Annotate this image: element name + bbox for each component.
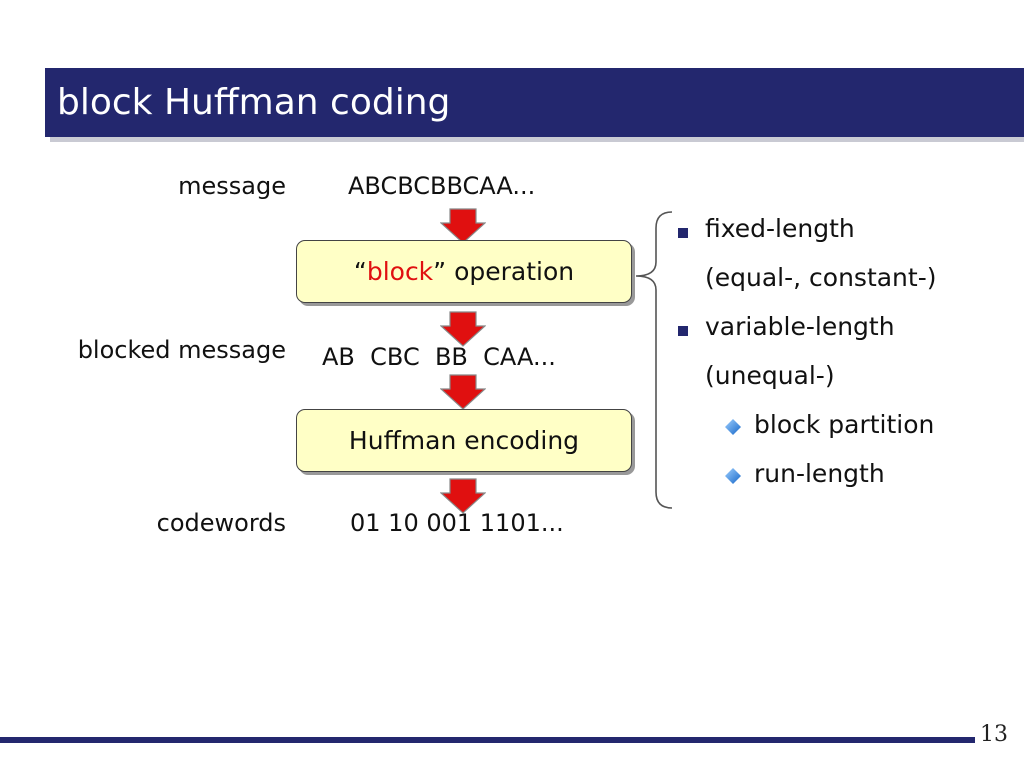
message-value: ABCBCBBCAA...: [348, 172, 536, 200]
page-number: 13: [980, 722, 1008, 747]
quote-close: ”: [433, 257, 447, 286]
footer-line: [0, 737, 975, 743]
arrow-down-icon: [440, 208, 486, 244]
block-keyword: block: [366, 257, 434, 286]
huffman-encoding-box: Huffman encoding: [296, 409, 632, 472]
blocked-message-label: blocked message: [77, 336, 286, 364]
title-bar: [45, 68, 1024, 137]
arrow-down-icon: [440, 311, 486, 347]
arrow-down-icon: [440, 374, 486, 410]
option-fixed-length-note: (equal-, constant-): [705, 263, 937, 292]
brace-icon: [635, 211, 673, 509]
option-variable-length-note: (unequal-): [705, 361, 835, 390]
block-operation-box: “block” operation: [296, 240, 632, 303]
blocked-message-value: AB CBC BB CAA...: [322, 343, 556, 371]
codewords-value: 01 10 001 1101...: [350, 509, 564, 537]
message-label: message: [178, 172, 286, 200]
sub-option-run-length: run-length: [754, 459, 885, 488]
sub-option-block-partition: block partition: [754, 410, 935, 439]
option-variable-length: variable-length: [705, 312, 895, 341]
slide-title: block Huffman coding: [57, 82, 451, 123]
quote-open: “: [353, 257, 367, 286]
diamond-bullet-icon: [725, 419, 741, 435]
codewords-label: codewords: [156, 509, 286, 537]
operation-text: operation: [446, 257, 575, 286]
square-bullet-icon: [678, 326, 688, 336]
square-bullet-icon: [678, 228, 688, 238]
option-fixed-length: fixed-length: [705, 214, 855, 243]
arrow-down-icon: [440, 478, 486, 514]
diamond-bullet-icon: [725, 468, 741, 484]
